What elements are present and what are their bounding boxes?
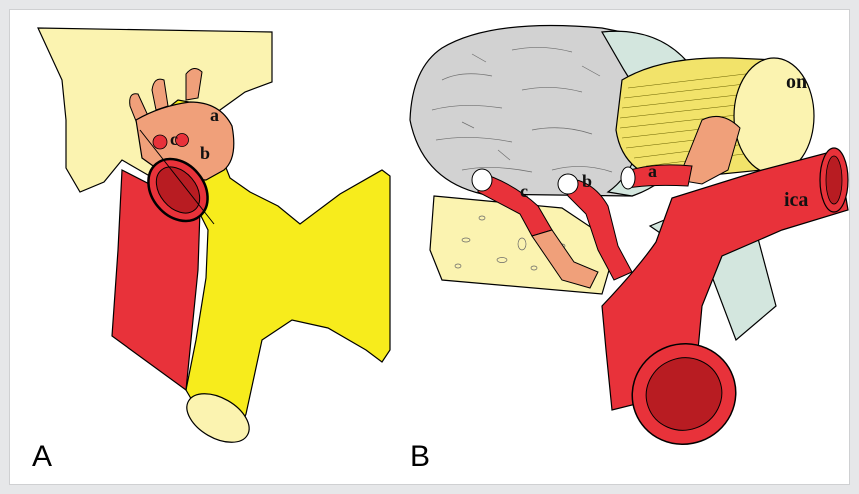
label-c: c — [170, 130, 178, 148]
branch-origin-c — [153, 135, 167, 149]
label-branch-c: c — [520, 182, 528, 200]
panel-a-illustration — [10, 10, 402, 486]
figure-frame: a b c A — [9, 9, 850, 485]
label-b: b — [200, 144, 210, 162]
panel-a: a b c A — [10, 10, 402, 486]
panel-b: on ica a b c B — [402, 10, 851, 486]
ica-right-lumen — [826, 156, 842, 204]
label-on: on — [786, 72, 807, 92]
bone-cylinder — [410, 26, 632, 197]
panel-letter-b: B — [410, 442, 430, 472]
branch-b-foramen — [558, 174, 578, 194]
label-branch-a: a — [648, 162, 657, 180]
label-ica: ica — [784, 190, 808, 210]
branch-c-foramen — [472, 169, 492, 191]
panel-b-illustration — [402, 10, 851, 486]
branch-a-foramen — [621, 167, 635, 189]
panel-letter-a: A — [32, 442, 52, 472]
label-branch-b: b — [582, 172, 592, 190]
label-a: a — [210, 106, 219, 124]
